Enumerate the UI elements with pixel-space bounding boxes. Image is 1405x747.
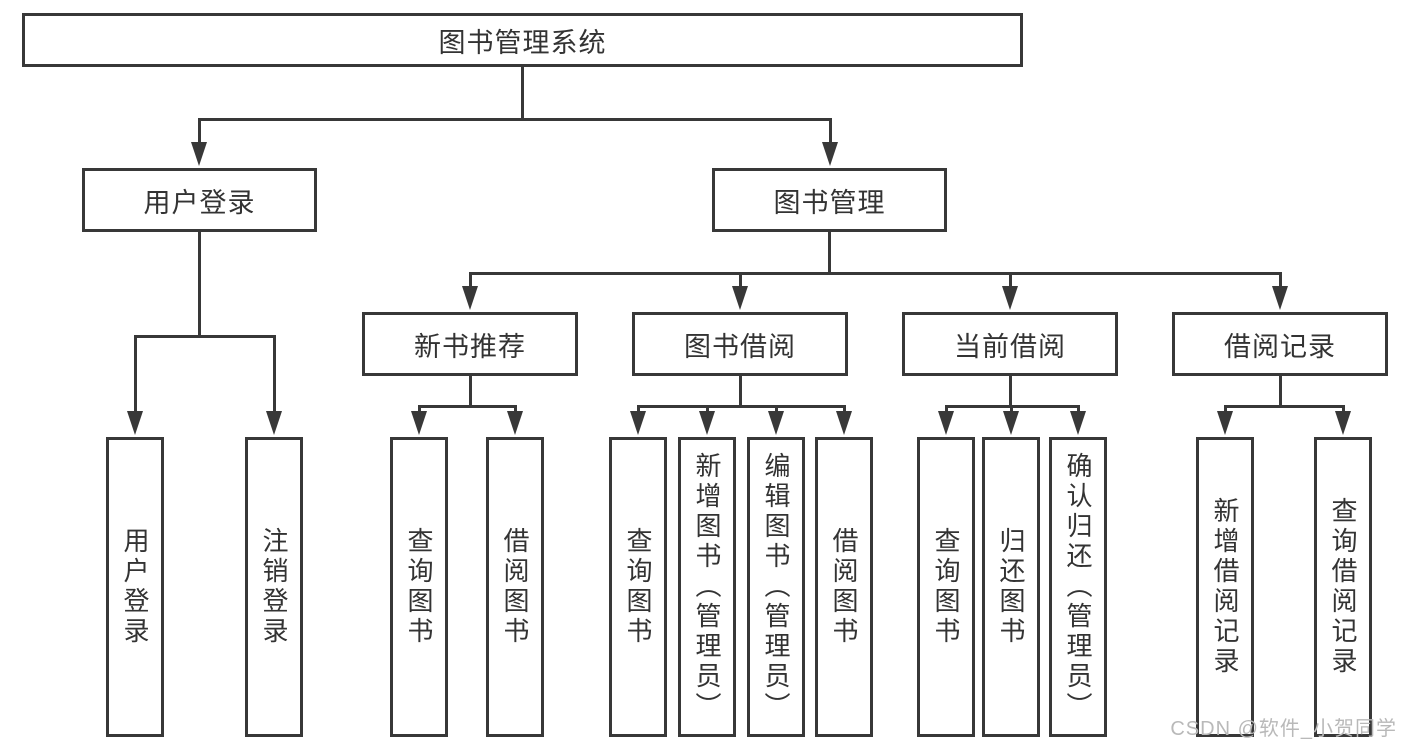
connector-line (272, 337, 276, 413)
watermark: CSDN @软件_小贺同学 (1170, 718, 1397, 740)
connector-line (828, 232, 831, 275)
node-leaf-edit-books-admin: 编辑图书（管理员） (747, 437, 805, 737)
arrowhead-down-icon (1272, 286, 1288, 310)
node-leaf-query-borrow-record: 查询借阅记录 (1314, 437, 1372, 737)
node-borrow-records: 借阅记录 (1172, 312, 1388, 376)
leaf-label: 归还图书 (996, 527, 1026, 647)
connector-line (1278, 274, 1282, 290)
leaf-label: 借阅图书 (829, 527, 859, 647)
leaf-label: 借阅图书 (500, 527, 530, 647)
connector-line (828, 118, 832, 146)
node-user-login-label: 用户登录 (143, 187, 256, 218)
node-leaf-logout: 注销登录 (245, 437, 303, 737)
leaf-label: 新增图书（管理员） (692, 452, 722, 722)
leaf-label: 查询图书 (931, 527, 961, 647)
connector-line (197, 118, 832, 121)
arrowhead-down-icon (836, 411, 852, 435)
arrowhead-down-icon (630, 411, 646, 435)
connector-line (468, 274, 472, 290)
connector-line (1008, 376, 1012, 408)
arrowhead-down-icon (1003, 411, 1019, 435)
leaf-label: 用户登录 (120, 527, 150, 647)
leaf-label: 注销登录 (259, 527, 289, 647)
node-current-borrowing: 当前借阅 (902, 312, 1118, 376)
connector-line (738, 376, 742, 408)
connector-line (133, 337, 137, 413)
connector-line (468, 376, 472, 408)
connector-line (468, 272, 1282, 275)
connector-line (520, 67, 524, 121)
node-book-borrowing-label: 图书借阅 (684, 331, 796, 362)
node-leaf-query-books-1: 查询图书 (390, 437, 448, 737)
node-book-borrowing: 图书借阅 (632, 312, 848, 376)
connector-line (133, 335, 276, 338)
connector-line (738, 274, 742, 290)
arrowhead-down-icon (822, 142, 838, 166)
connector-line (1008, 274, 1012, 290)
leaf-label: 确认归还（管理员） (1063, 452, 1093, 722)
node-new-book-recommend-label: 新书推荐 (414, 331, 526, 362)
node-library-system: 图书管理系统 (22, 13, 1023, 67)
arrowhead-down-icon (462, 286, 478, 310)
node-leaf-borrow-books-1: 借阅图书 (486, 437, 544, 737)
node-leaf-add-borrow-record: 新增借阅记录 (1196, 437, 1254, 737)
arrowhead-down-icon (1002, 286, 1018, 310)
node-book-management: 图书管理 (712, 168, 947, 232)
arrowhead-down-icon (411, 411, 427, 435)
node-leaf-add-books-admin: 新增图书（管理员） (678, 437, 736, 737)
connector-line (636, 405, 846, 408)
node-leaf-return-books: 归还图书 (982, 437, 1040, 737)
arrowhead-down-icon (1217, 411, 1233, 435)
node-book-management-label: 图书管理 (773, 187, 886, 218)
arrowhead-down-icon (938, 411, 954, 435)
connector-line (1278, 376, 1282, 408)
connector-line (197, 118, 201, 146)
connector-line (1223, 405, 1345, 408)
node-user-login: 用户登录 (82, 168, 317, 232)
leaf-label: 查询借阅记录 (1328, 497, 1358, 677)
connector-line (197, 232, 201, 338)
arrowhead-down-icon (699, 411, 715, 435)
connector-line (417, 405, 517, 408)
node-new-book-recommend: 新书推荐 (362, 312, 578, 376)
leaf-label: 编辑图书（管理员） (761, 452, 791, 722)
arrowhead-down-icon (1335, 411, 1351, 435)
node-leaf-confirm-return-admin: 确认归还（管理员） (1049, 437, 1107, 737)
node-leaf-borrow-books-2: 借阅图书 (815, 437, 873, 737)
connector-line (944, 405, 1080, 408)
node-leaf-query-books-3: 查询图书 (917, 437, 975, 737)
node-leaf-user-login: 用户登录 (106, 437, 164, 737)
arrowhead-down-icon (507, 411, 523, 435)
leaf-label: 新增借阅记录 (1210, 497, 1240, 677)
arrowhead-down-icon (191, 142, 207, 166)
node-current-borrowing-label: 当前借阅 (954, 331, 1066, 362)
arrowhead-down-icon (768, 411, 784, 435)
node-library-system-label: 图书管理系统 (438, 27, 607, 58)
node-leaf-query-books-2: 查询图书 (609, 437, 667, 737)
arrowhead-down-icon (127, 411, 143, 435)
arrowhead-down-icon (1070, 411, 1086, 435)
leaf-label: 查询图书 (404, 527, 434, 647)
arrowhead-down-icon (266, 411, 282, 435)
arrowhead-down-icon (732, 286, 748, 310)
leaf-label: 查询图书 (623, 527, 653, 647)
node-borrow-records-label: 借阅记录 (1224, 331, 1336, 362)
